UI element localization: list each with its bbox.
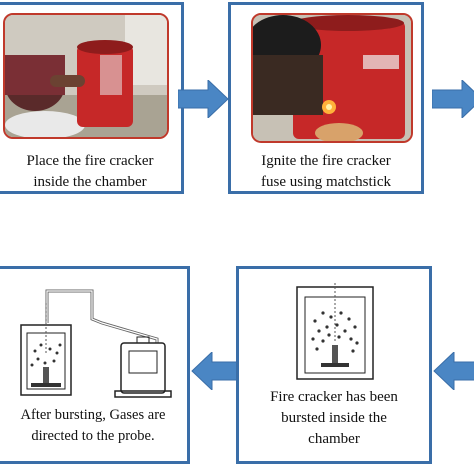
ignition-photo	[251, 13, 413, 143]
step-2-box: Ignite the fire cracker fuse using match…	[228, 2, 424, 194]
step-1-box: Place the fire cracker inside the chambe…	[0, 2, 184, 194]
left-arrow-icon	[432, 352, 474, 390]
chamber-photo	[3, 13, 169, 139]
gas-probe-icon	[17, 283, 177, 401]
step-4-caption: After bursting, Gases are directed to th…	[20, 407, 166, 444]
step-2-caption: Ignite the fire cracker fuse using match…	[261, 153, 391, 190]
right-arrow-icon	[178, 80, 230, 118]
right-arrow-icon	[432, 80, 474, 118]
chamber-burst-icon	[293, 283, 377, 383]
step-4-box: After bursting, Gases are directed to th…	[0, 266, 190, 464]
step-3-caption: Fire cracker has been bursted inside the…	[270, 389, 398, 447]
step-3-box: Fire cracker has been bursted inside the…	[236, 266, 432, 464]
left-arrow-icon	[190, 352, 242, 390]
step-1-caption: Place the fire cracker inside the chambe…	[26, 153, 154, 190]
